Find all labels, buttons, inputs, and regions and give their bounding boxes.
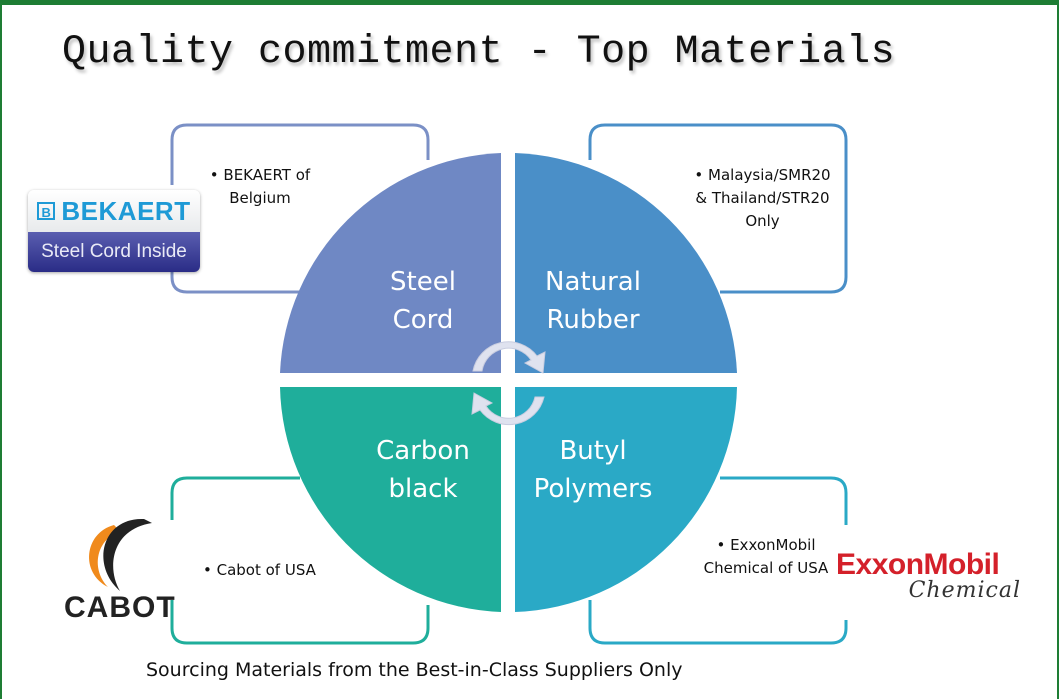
bekaert-name: BEKAERT <box>61 195 191 226</box>
exxonmobil-name: ExxonMobil <box>836 548 1000 581</box>
supplier-butyl-polymers: • ExxonMobil Chemical of USA <box>696 534 836 580</box>
label-carbon-black: Carbon black <box>338 432 508 508</box>
carbon-black-box <box>170 476 300 520</box>
supplier-line: • ExxonMobil <box>716 536 816 554</box>
label-steel-cord: Steel Cord <box>338 263 508 339</box>
bekaert-tagline: Steel Cord Inside <box>28 232 200 272</box>
butyl-polymers-box <box>720 476 848 525</box>
label-natural-rubber: Natural Rubber <box>508 263 678 339</box>
supplier-line: • Malaysia/SMR20 <box>694 166 831 184</box>
steel-cord-box <box>170 123 430 185</box>
cabot-logo: CABOT <box>62 515 177 625</box>
supplier-line: • BEKAERT of <box>209 166 311 184</box>
quadrant-butyl-polymers <box>515 387 737 612</box>
cabot-name: CABOT <box>64 591 176 624</box>
bekaert-mark-icon: B <box>37 202 56 220</box>
slide-title: Quality commitment - Top Materials <box>62 30 896 75</box>
supplier-steel-cord: • BEKAERT of Belgium <box>200 164 320 210</box>
supplier-line: Only <box>745 212 780 230</box>
supplier-carbon-black: • Cabot of USA <box>203 559 333 582</box>
label-line: Rubber <box>546 305 640 335</box>
quadrant-steel-cord <box>280 153 501 373</box>
supplier-line: Belgium <box>229 189 291 207</box>
quadrant-natural-rubber <box>515 153 737 373</box>
slide-caption: Sourcing Materials from the Best-in-Clas… <box>146 659 683 681</box>
label-line: Cord <box>392 305 454 335</box>
quadrant-carbon-black <box>280 387 501 612</box>
exxonmobil-logo: ExxonMobil Chemical <box>836 548 1031 608</box>
supplier-line: & Thailand/STR20 <box>695 189 830 207</box>
label-line: Polymers <box>533 474 653 504</box>
label-line: black <box>388 474 458 504</box>
natural-rubber-box <box>588 123 848 294</box>
label-butyl-polymers: Butyl Polymers <box>508 432 678 508</box>
supplier-natural-rubber: • Malaysia/SMR20 & Thailand/STR20 Only <box>680 164 845 233</box>
cycle-arrows-icon <box>471 341 546 426</box>
cabot-swoosh-icon <box>89 518 152 591</box>
supplier-line: Chemical of USA <box>703 559 829 577</box>
label-line: Natural <box>545 267 641 297</box>
label-line: Steel <box>390 267 456 297</box>
supplier-line: • Cabot of USA <box>203 561 316 579</box>
exxonmobil-sub: Chemical <box>908 578 1021 603</box>
label-line: Butyl <box>559 436 627 466</box>
bekaert-logo: B BEKAERT Steel Cord Inside <box>28 190 200 272</box>
label-line: Carbon <box>376 436 470 466</box>
